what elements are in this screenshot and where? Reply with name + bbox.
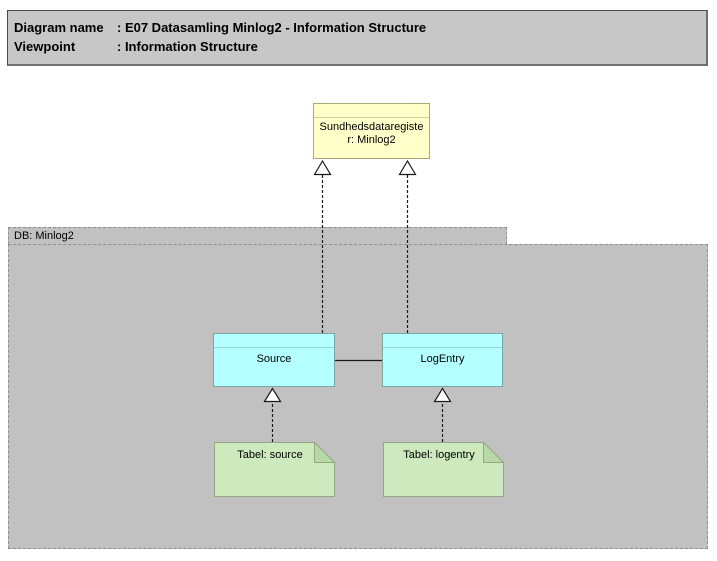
note-fold-corner — [314, 442, 335, 463]
element-logentry-compartment — [383, 334, 502, 348]
db-container-body[interactable] — [8, 244, 708, 549]
element-logentry[interactable]: LogEntry — [382, 333, 503, 387]
element-source[interactable]: Source — [213, 333, 335, 387]
hollow-triangle-arrowhead — [313, 159, 332, 176]
diagram-name-row: Diagram name : E07 Datasamling Minlog2 - … — [14, 18, 702, 37]
element-sundhedsdataregister-compartment — [314, 104, 429, 118]
element-source-name: Source — [256, 353, 292, 365]
db-container-tab[interactable]: DB: Minlog2 — [8, 227, 507, 244]
diagram-name-label: Diagram name — [14, 20, 104, 35]
element-sundhedsdataregister-name: Sundhedsdataregiste r: Minlog2 — [319, 121, 424, 146]
note-tabel-source-text: Tabel: source — [237, 449, 303, 461]
element-source-compartment — [214, 334, 334, 348]
note-fold-corner — [483, 442, 504, 463]
diagram-name-value: : E07 Datasamling Minlog2 - Information … — [117, 20, 427, 35]
element-logentry-name: LogEntry — [420, 353, 465, 365]
db-container-label: DB: Minlog2 — [14, 230, 74, 242]
element-sundhedsdataregister[interactable]: Sundhedsdataregiste r: Minlog2 — [313, 103, 430, 159]
note-tabel-source[interactable]: Tabel: source — [214, 442, 335, 497]
viewpoint-label: Viewpoint — [14, 39, 76, 54]
diagram-title-block: Diagram name : E07 Datasamling Minlog2 - … — [7, 10, 708, 66]
note-tabel-logentry[interactable]: Tabel: logentry — [383, 442, 504, 497]
viewpoint-row: Viewpoint : Information Structure — [14, 37, 702, 56]
hollow-triangle-arrowhead — [398, 159, 417, 176]
note-tabel-logentry-text: Tabel: logentry — [403, 449, 475, 461]
viewpoint-value: : Information Structure — [117, 39, 258, 54]
note-shape — [214, 442, 335, 497]
note-shape — [383, 442, 504, 497]
